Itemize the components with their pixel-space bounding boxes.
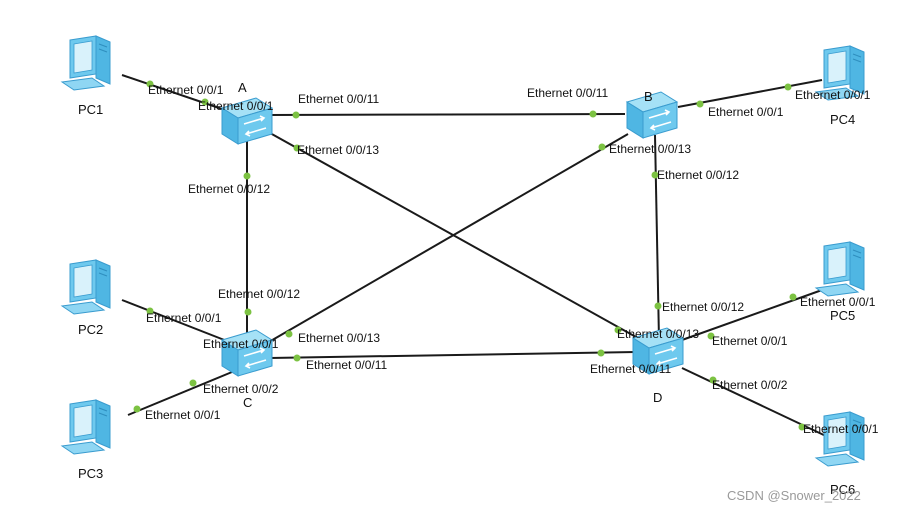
port-label: Ethernet 0/0/1 xyxy=(203,337,279,351)
port-label: Ethernet 0/0/1 xyxy=(148,83,224,97)
link-d-pc5 xyxy=(681,289,823,341)
port-label: Ethernet 0/0/11 xyxy=(298,92,379,106)
port-label: Ethernet 0/0/1 xyxy=(146,311,222,325)
link-pc3-c xyxy=(127,371,233,416)
port-label: Ethernet 0/0/2 xyxy=(203,382,279,396)
port-dot xyxy=(589,110,597,118)
port-label: Ethernet 0/0/1 xyxy=(708,105,784,119)
port-dot xyxy=(614,326,622,334)
watermark-text: CSDN @Snower_2022 xyxy=(727,488,861,503)
port-label: Ethernet 0/0/11 xyxy=(590,362,671,376)
port-dot xyxy=(784,83,792,91)
port-label: Ethernet 0/0/13 xyxy=(617,327,699,341)
port-label: Ethernet 0/0/12 xyxy=(218,287,300,301)
port-dot xyxy=(651,171,659,179)
pc2-label: PC2 xyxy=(78,322,103,337)
port-label: Ethernet 0/0/13 xyxy=(297,143,379,157)
port-dot xyxy=(598,143,606,151)
port-label: Ethernet 0/0/12 xyxy=(657,168,739,182)
port-dot xyxy=(201,98,209,106)
port-dot xyxy=(292,111,300,119)
link-a-d xyxy=(269,132,646,343)
port-dot xyxy=(654,302,662,310)
port-dot xyxy=(189,379,197,387)
port-label: Ethernet 0/0/1 xyxy=(198,99,274,113)
port-dot xyxy=(285,330,293,338)
port-dot xyxy=(146,307,154,315)
port-dot xyxy=(293,144,301,152)
port-dot xyxy=(293,354,301,362)
port-dot xyxy=(146,80,154,88)
port-dot xyxy=(696,100,704,108)
port-dot xyxy=(707,332,715,340)
port-label: Ethernet 0/0/13 xyxy=(298,331,380,345)
pc3-icon[interactable] xyxy=(61,399,111,455)
pc3-label: PC3 xyxy=(78,466,103,481)
pc5-label: PC5 xyxy=(830,308,855,323)
switch-c-label: C xyxy=(243,395,252,410)
pc6-label: PC6 xyxy=(830,482,855,497)
pc6-icon[interactable] xyxy=(815,411,865,467)
link-c-d xyxy=(269,351,639,359)
port-label: Ethernet 0/0/1 xyxy=(712,334,788,348)
link-b-c xyxy=(261,133,629,347)
port-dot xyxy=(709,376,717,384)
pc1-label: PC1 xyxy=(78,102,103,117)
port-label: Ethernet 0/0/1 xyxy=(803,422,879,436)
port-dot xyxy=(798,423,806,431)
link-pc1-a xyxy=(121,74,226,111)
port-dot xyxy=(244,308,252,316)
port-label: Ethernet 0/0/2 xyxy=(712,378,788,392)
pc2-icon[interactable] xyxy=(61,259,111,315)
port-label: Ethernet 0/0/11 xyxy=(527,86,608,100)
port-dot xyxy=(597,349,605,357)
pc1-icon[interactable] xyxy=(61,35,111,91)
pc5-icon[interactable] xyxy=(815,241,865,297)
port-dot xyxy=(133,405,141,413)
link-a-b xyxy=(267,113,626,116)
port-dot xyxy=(243,172,251,180)
port-label: Ethernet 0/0/1 xyxy=(800,295,876,309)
port-label: Ethernet 0/0/1 xyxy=(145,408,221,422)
port-dot xyxy=(789,293,797,301)
port-label: Ethernet 0/0/12 xyxy=(662,300,744,314)
switch-a-label: A xyxy=(238,80,247,95)
switch-b-label: B xyxy=(644,89,653,104)
pc4-label: PC4 xyxy=(830,112,855,127)
port-label: Ethernet 0/0/1 xyxy=(795,88,871,102)
port-label: Ethernet 0/0/11 xyxy=(306,358,387,372)
link-pc2-c xyxy=(121,299,233,344)
port-label: Ethernet 0/0/13 xyxy=(609,142,691,156)
switch-d-label: D xyxy=(653,390,662,405)
port-label: Ethernet 0/0/12 xyxy=(188,182,270,196)
